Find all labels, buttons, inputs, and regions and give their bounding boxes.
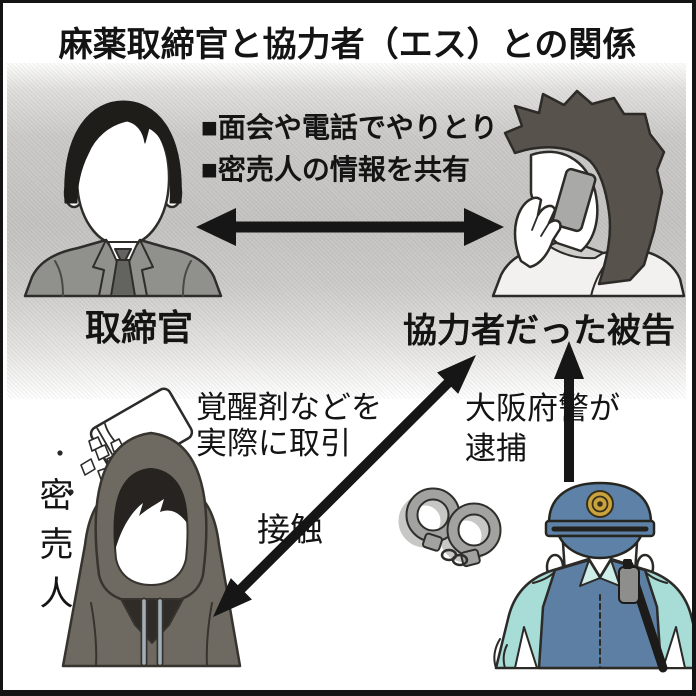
bullet-share-info: ■密売人の情報を共有 bbox=[201, 154, 470, 185]
collaborator-label: 協力者だった被告 bbox=[403, 312, 675, 350]
phone-icon bbox=[551, 167, 597, 233]
collaborator-figure bbox=[491, 89, 686, 298]
contact-arrow bbox=[213, 355, 476, 617]
officer-figure bbox=[23, 100, 223, 298]
contact-label: 接触 bbox=[257, 511, 323, 548]
handcuffs-icon bbox=[398, 487, 502, 568]
police-figure bbox=[493, 481, 692, 673]
exchange-bullets: ■面会や電話でやりとり ■密売人の情報を共有 bbox=[201, 107, 498, 191]
page-title: 麻薬取締官と協力者（エス）との関係 bbox=[58, 26, 637, 64]
arrest-arrow bbox=[554, 341, 584, 482]
dealer-label: 密売人 bbox=[34, 477, 72, 624]
radio-icon bbox=[618, 566, 640, 604]
exchange-arrow bbox=[196, 208, 504, 246]
deal-caption-line1: 覚醒剤などを bbox=[196, 390, 382, 425]
deal-caption: 覚醒剤などを 実際に取引 bbox=[196, 390, 382, 462]
deal-caption-line2: 実際に取引 bbox=[196, 426, 351, 461]
illustration-layer bbox=[23, 89, 692, 673]
arrest-caption-line1: 大阪府警が bbox=[465, 391, 620, 426]
bullet-meetings: ■面会や電話でやりとり bbox=[201, 112, 498, 143]
arrest-caption-line2: 逮捕 bbox=[465, 431, 527, 466]
officer-label: 取締官 bbox=[85, 307, 194, 348]
arrest-caption: 大阪府警が 逮捕 bbox=[465, 389, 620, 469]
dealer-figure bbox=[61, 431, 242, 668]
